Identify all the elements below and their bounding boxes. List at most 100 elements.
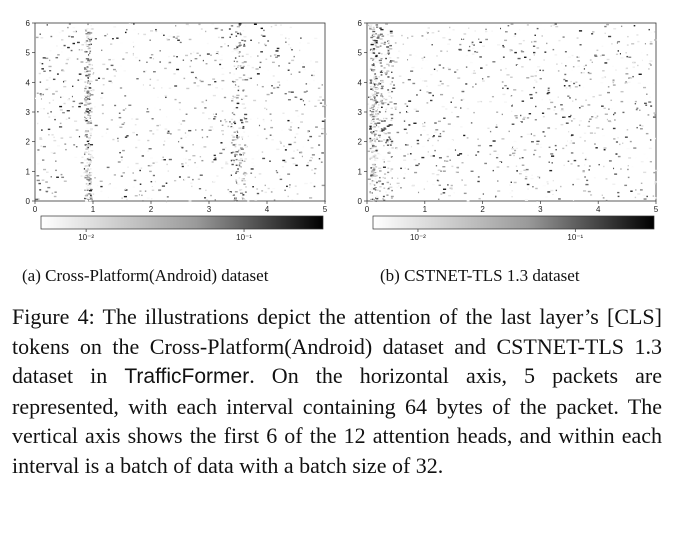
heat-cell (243, 90, 246, 92)
heat-cell (375, 149, 378, 152)
heat-cell (429, 66, 432, 69)
heat-cell (132, 54, 134, 56)
heat-cell (535, 81, 538, 83)
heat-cell (90, 90, 94, 92)
heat-cell (526, 133, 530, 136)
heat-cell (511, 153, 513, 156)
heat-cell (86, 140, 90, 143)
heat-cell (511, 105, 513, 107)
heat-cell (314, 64, 317, 66)
heat-cell (570, 152, 574, 154)
heat-cell (375, 33, 377, 35)
heat-cell (555, 149, 557, 151)
heat-cell (534, 34, 536, 37)
heat-cell (608, 108, 610, 110)
heat-cell (251, 66, 255, 69)
heat-cell (166, 137, 170, 139)
heat-cell (133, 179, 137, 182)
heat-cell (368, 96, 370, 98)
heat-cell (242, 198, 245, 201)
heat-cell (372, 112, 374, 115)
heat-cell (236, 60, 239, 63)
heat-cell (435, 129, 439, 131)
heat-cell (238, 159, 242, 162)
heat-cell (371, 174, 375, 177)
heat-cell (655, 169, 658, 172)
heat-cell (180, 40, 183, 43)
heat-cell (583, 68, 586, 70)
heat-cell (471, 72, 475, 75)
heat-cell (380, 120, 384, 122)
heat-cell (479, 100, 483, 103)
heat-cell (376, 197, 378, 200)
heat-cell (533, 149, 537, 152)
heat-cell (372, 199, 375, 202)
heat-cell (234, 85, 236, 88)
heat-cell (234, 191, 238, 193)
heat-cell (398, 75, 402, 77)
heat-cell (62, 95, 64, 98)
heat-cell (626, 101, 631, 103)
heat-cell (278, 65, 280, 67)
heat-cell (149, 78, 152, 81)
heat-cell (374, 183, 376, 185)
heat-cell (378, 59, 382, 62)
heat-cell (461, 179, 463, 181)
heat-cell (446, 50, 448, 53)
heat-cell (645, 104, 648, 106)
heat-cell (382, 176, 384, 179)
heat-cell (240, 108, 242, 110)
heat-cell (371, 163, 375, 166)
heat-cell (379, 100, 383, 102)
heat-cell (606, 58, 610, 61)
heat-cell (55, 169, 57, 172)
heat-cell (304, 103, 306, 106)
heat-cell (75, 129, 79, 131)
heat-cell (526, 117, 530, 119)
heat-cell (653, 31, 656, 33)
heat-cell (381, 80, 383, 83)
heat-cell (380, 53, 383, 55)
heat-cell (369, 125, 372, 128)
heat-cell (188, 38, 192, 41)
heat-cell (630, 190, 633, 192)
heat-cell (230, 152, 233, 154)
heat-cell (427, 151, 429, 153)
heat-cell (517, 57, 521, 60)
heat-cell (500, 69, 502, 71)
heat-cell (626, 44, 629, 46)
heat-cell (251, 64, 254, 67)
heat-cell (273, 87, 276, 89)
heat-cell (84, 100, 88, 102)
heat-cell (185, 113, 188, 115)
heat-cell (70, 36, 74, 38)
heat-cell (383, 69, 385, 71)
heat-cell (547, 89, 550, 92)
heat-cell (94, 106, 96, 108)
heat-cell (173, 179, 177, 182)
heat-cell (164, 94, 168, 97)
heat-cell (89, 132, 92, 135)
heat-cell (411, 185, 415, 187)
heat-cell (381, 95, 384, 98)
heat-cell (250, 56, 252, 58)
heat-cell (43, 92, 46, 95)
heat-cell (369, 147, 372, 150)
heat-cell (121, 159, 123, 161)
heat-cell (571, 54, 574, 57)
heat-cell (234, 197, 236, 199)
heat-cell (271, 61, 275, 64)
heat-cell (373, 43, 375, 45)
heat-cell (87, 176, 89, 179)
heat-cell (262, 118, 265, 121)
heat-cell (205, 199, 209, 201)
heat-cell (84, 134, 87, 136)
heat-cell (376, 46, 380, 48)
heat-cell (372, 72, 375, 75)
heat-cell (35, 36, 39, 39)
heat-cell (474, 30, 476, 32)
heat-cell (89, 40, 92, 43)
heat-cell (379, 27, 382, 29)
heat-cell (215, 53, 219, 55)
heat-cell (381, 39, 384, 42)
